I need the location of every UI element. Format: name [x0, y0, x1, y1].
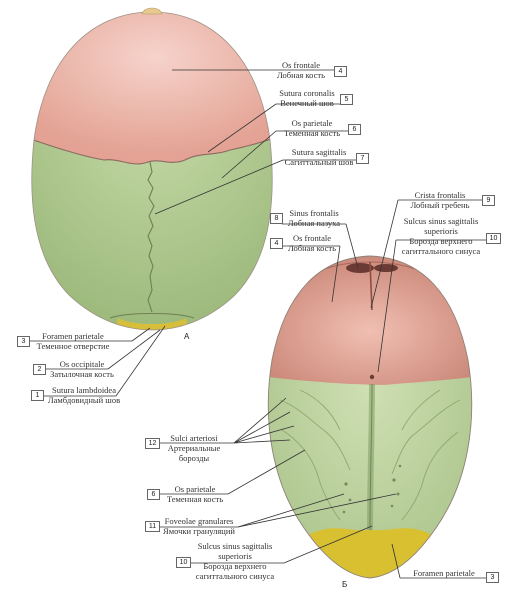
skull-view-b — [267, 255, 473, 579]
label-foramen-parietale-b: Foramen parietale — [413, 568, 475, 578]
num-badge: 4 — [334, 66, 347, 77]
num-badge: 6 — [348, 124, 361, 135]
num-badge: 6 — [147, 489, 160, 500]
num-badge: 5 — [340, 94, 353, 105]
num-badge: 1 — [31, 390, 44, 401]
view-a-letter: А — [184, 332, 190, 341]
num-badge: 3 — [486, 572, 499, 583]
num-badge: 11 — [145, 521, 160, 532]
num-badge: 3 — [17, 336, 30, 347]
num-badge: 2 — [33, 364, 46, 375]
skull-view-a — [31, 7, 273, 331]
num-badge: 10 — [486, 233, 501, 244]
view-b-letter: Б — [342, 580, 348, 589]
num-badge: 9 — [482, 195, 495, 206]
num-badge: 8 — [270, 213, 283, 224]
num-badge: 4 — [270, 238, 283, 249]
num-badge: 10 — [176, 557, 191, 568]
num-badge: 7 — [356, 153, 369, 164]
leader-lines — [30, 69, 486, 579]
num-badge: 12 — [145, 438, 160, 449]
